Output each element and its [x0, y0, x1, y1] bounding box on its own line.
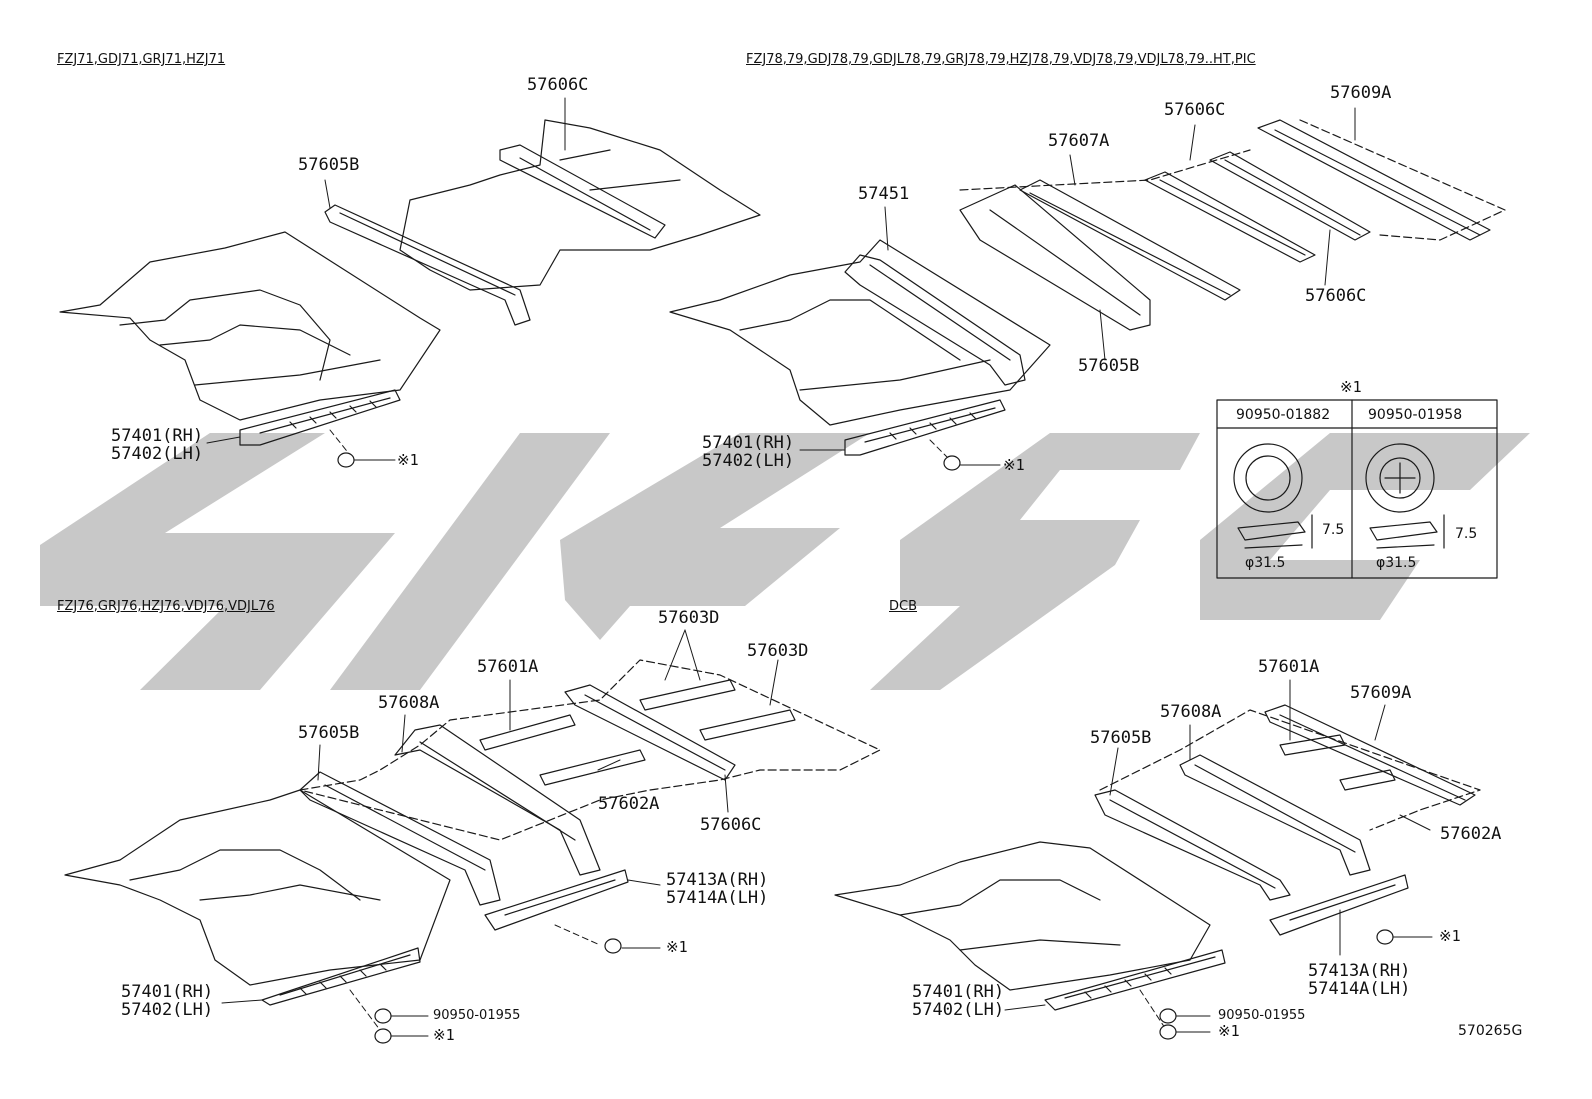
part-label: 57413A(RH): [666, 870, 769, 890]
plug-table-col1: 90950-01882: [1236, 407, 1331, 423]
part-label: 57607A: [1048, 131, 1110, 151]
part-label: 57402(LH): [111, 444, 204, 464]
part-label: 57402(LH): [912, 1000, 1005, 1020]
section-label-bottom-right: DCB: [889, 599, 918, 614]
watermark-logo: [40, 433, 1530, 690]
leader-lines-bottom-left: [221, 629, 779, 1037]
plug-height-2: 7.5: [1455, 526, 1478, 542]
part-code: 90950-01955: [1218, 1008, 1306, 1023]
section-label-top-left: FZJ71,GDJ71,GRJ71,HZJ71: [57, 52, 226, 67]
note-mark: ※1: [1003, 456, 1025, 474]
part-label: 57402(LH): [702, 451, 795, 471]
floor-assembly-top-right: [669, 119, 1506, 456]
section-label-top-right: FZJ78,79,GDJ78,79,GDJL78,79,GRJ78,79,HZJ…: [746, 52, 1256, 67]
plug-icon: [374, 1028, 392, 1044]
part-label: 57451: [858, 184, 910, 204]
part-label: 57605B: [298, 155, 360, 175]
floor-assembly-bottom-right: [834, 704, 1481, 1011]
part-label: 57601A: [1258, 657, 1320, 677]
leader-lines-bottom-right: [1004, 679, 1433, 1033]
plug-icon: [374, 1008, 392, 1024]
part-code: 90950-01955: [433, 1008, 521, 1023]
part-label: 57605B: [1078, 356, 1140, 376]
note-mark: ※1: [397, 451, 419, 469]
note-mark: ※1: [1439, 927, 1461, 945]
plug-height-1: 7.5: [1322, 522, 1345, 538]
part-label: 57609A: [1330, 83, 1392, 103]
part-label: 57602A: [598, 794, 660, 814]
part-label: 57414A(LH): [1308, 979, 1411, 999]
plug-icon: [604, 938, 622, 954]
plug-icon: [1159, 1008, 1177, 1024]
part-label: 57601A: [477, 657, 539, 677]
leader-lines-top-left: [206, 97, 566, 461]
plug-icon: [1159, 1024, 1177, 1040]
section-label-bottom-left: FZJ76,GRJ76,HZJ76,VDJ76,VDJL76: [57, 599, 275, 614]
part-label: 57401(RH): [912, 982, 1005, 1002]
leader-lines-top-right: [799, 107, 1356, 466]
part-label: 57401(RH): [702, 433, 795, 453]
plug-diameter-1: φ31.5: [1245, 555, 1286, 571]
part-label: 57414A(LH): [666, 888, 769, 908]
plug-icon: [1376, 929, 1394, 945]
part-label: 57609A: [1350, 683, 1412, 703]
part-label: 57605B: [298, 723, 360, 743]
note-mark: ※1: [433, 1026, 455, 1044]
plug-icon: [943, 455, 961, 471]
note-mark: ※1: [666, 938, 688, 956]
plug-icon: [337, 452, 355, 468]
part-label: 57608A: [378, 693, 440, 713]
plug-diameter-2: φ31.5: [1376, 555, 1417, 571]
floor-assembly-bottom-left: [64, 659, 881, 1006]
floor-assembly-top-left: [59, 119, 761, 446]
part-label: 57602A: [1440, 824, 1502, 844]
figure-code: 570265G: [1458, 1023, 1523, 1039]
part-label: 57606C: [527, 75, 589, 95]
part-label: 57603D: [658, 608, 720, 628]
plug-table: [1216, 399, 1498, 579]
plug-table-col2: 90950-01958: [1368, 407, 1463, 423]
part-label: 57402(LH): [121, 1000, 214, 1020]
part-label: 57413A(RH): [1308, 961, 1411, 981]
part-label: 57606C: [700, 815, 762, 835]
note-mark: ※1: [1340, 378, 1362, 396]
part-label: 57401(RH): [111, 426, 204, 446]
part-label: 57606C: [1305, 286, 1367, 306]
note-mark: ※1: [1218, 1022, 1240, 1040]
part-label: 57608A: [1160, 702, 1222, 722]
part-label: 57605B: [1090, 728, 1152, 748]
part-label: 57606C: [1164, 100, 1226, 120]
part-label: 57401(RH): [121, 982, 214, 1002]
part-label: 57603D: [747, 641, 809, 661]
